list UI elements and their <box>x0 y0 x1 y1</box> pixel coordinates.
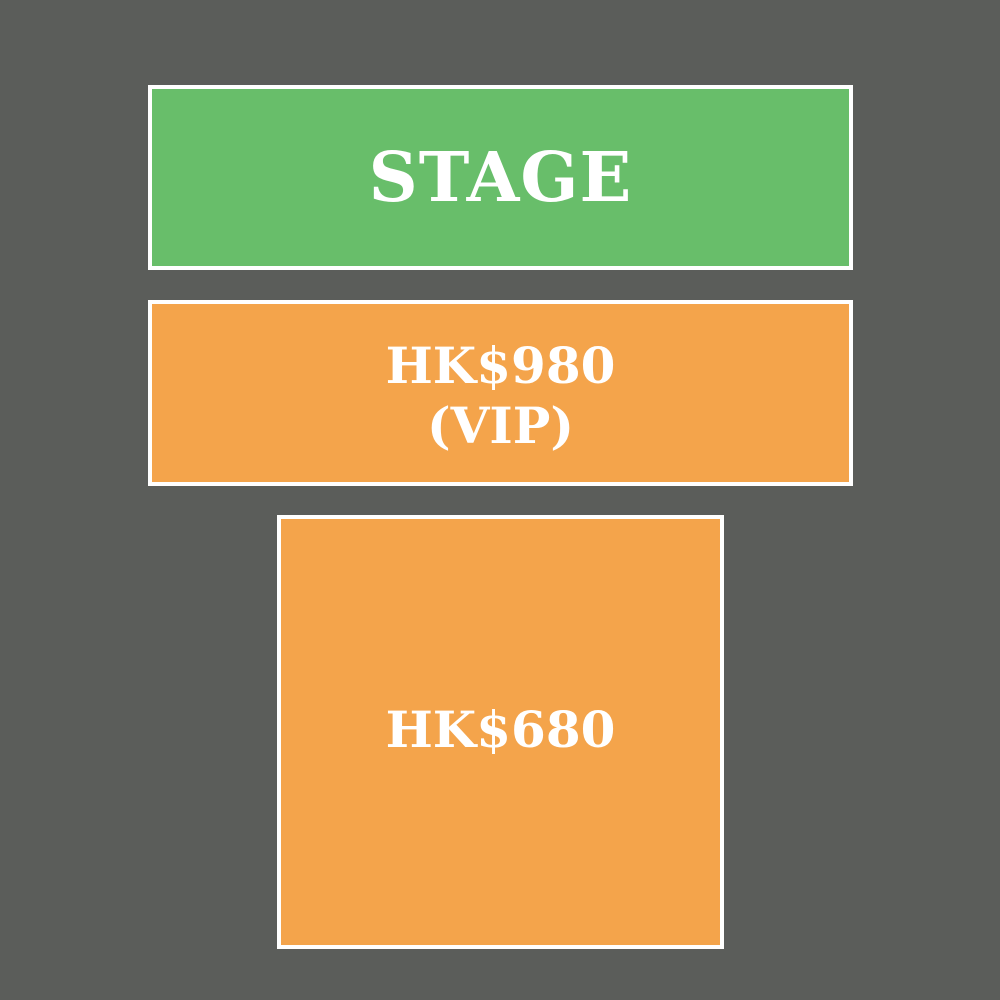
seating-zone-standard[interactable]: HK$680 <box>277 515 724 949</box>
zone-tier-label: (VIP) <box>426 396 575 455</box>
zone-price-label: HK$680 <box>385 699 616 759</box>
zone-price-label: HK$980 <box>385 336 616 395</box>
stage-area: STAGE <box>148 85 853 270</box>
stage-label: STAGE <box>368 137 633 218</box>
seating-zone-vip[interactable]: HK$980 (VIP) <box>148 300 853 486</box>
